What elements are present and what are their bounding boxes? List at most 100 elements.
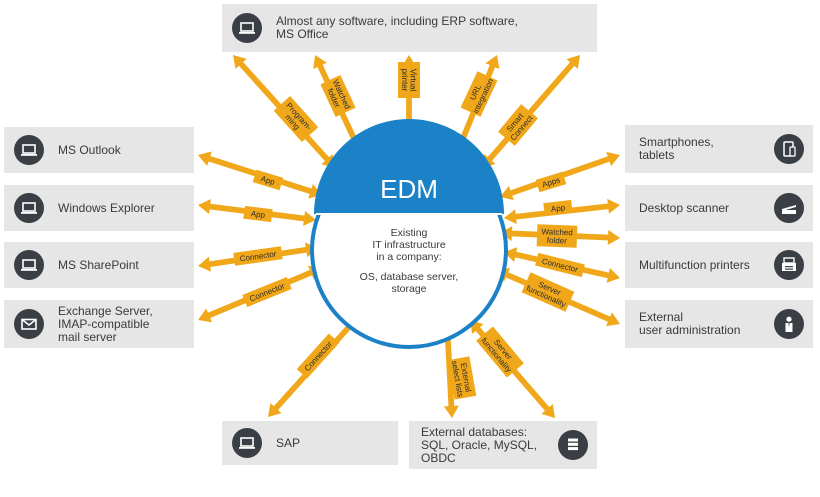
watched-folder-top-arrow-label-bg bbox=[320, 75, 356, 117]
exchange-server-box: Exchange Server, IMAP-compatible mail se… bbox=[4, 300, 194, 348]
windows-explorer-label: Windows Explorer bbox=[58, 200, 155, 215]
app-right-arrow-head bbox=[504, 209, 517, 225]
apps-right-arrow-label-bg bbox=[535, 171, 567, 193]
app-outlook-arrow-label: App bbox=[252, 169, 284, 191]
app-explorer-arrow-label: App bbox=[243, 205, 273, 223]
connector-sharepoint-arrow: Connector bbox=[198, 242, 318, 272]
watched-folder-right-arrow-label-bg bbox=[536, 224, 578, 248]
desktop-scanner-box: Desktop scanner bbox=[625, 185, 813, 231]
desktop-scanner-label: Desktop scanner bbox=[639, 200, 730, 215]
scanner-icon bbox=[774, 193, 804, 223]
edm-description-line: storage bbox=[391, 283, 426, 295]
exchange-server-label: Exchange Server, IMAP-compatible mail se… bbox=[58, 303, 153, 344]
app-explorer-arrow-head bbox=[303, 211, 316, 226]
smartphones-label: Smartphones, tablets bbox=[639, 135, 714, 162]
smart-connect-arrow-head bbox=[566, 55, 580, 69]
app-explorer-arrow-head bbox=[198, 199, 211, 214]
connector-right-arrow-label: Connector bbox=[535, 252, 585, 278]
virtual-printer-arrow-label-bg bbox=[398, 62, 420, 98]
edm-title: EDM bbox=[380, 174, 438, 204]
connector-right-arrow-label-bg bbox=[535, 252, 585, 278]
ms-sharepoint-label: MS SharePoint bbox=[58, 257, 139, 272]
user-administration-label: External user administration bbox=[639, 310, 741, 337]
app-right-arrow-label-bg bbox=[543, 199, 573, 217]
app-right-arrow-head bbox=[607, 198, 620, 214]
connector-sharepoint-arrow-label: Connector bbox=[233, 246, 283, 266]
apps-right-arrow-label: Apps bbox=[535, 171, 567, 193]
connector-exchange-arrow: Connector bbox=[198, 265, 322, 323]
apps-right-arrow-head bbox=[606, 151, 620, 167]
edm-description-line: in a company: bbox=[376, 251, 441, 263]
watched-folder-top-arrow-head bbox=[313, 55, 327, 70]
watched-folder-right-arrow-label-text: folder bbox=[547, 236, 568, 246]
app-explorer-arrow-label-text: App bbox=[250, 209, 266, 220]
app-right-arrow: App bbox=[504, 198, 620, 225]
laptop-icon bbox=[232, 428, 262, 458]
connector-exchange-arrow-label-bg bbox=[242, 276, 292, 308]
app-right-arrow-label-text: App bbox=[550, 203, 566, 214]
connector-right-arrow-head bbox=[606, 268, 620, 283]
edm-description-line: OS, database server, bbox=[360, 271, 459, 283]
ms-outlook-label: MS Outlook bbox=[58, 142, 121, 157]
apps-right-arrow: Apps bbox=[500, 151, 620, 201]
apps-right-arrow-head bbox=[500, 185, 514, 201]
external-select-arrow-label-bg bbox=[447, 356, 477, 400]
connector-right-arrow: Connector bbox=[504, 247, 620, 283]
watched-folder-right-arrow-label-text: Watched bbox=[541, 227, 573, 237]
app-outlook-arrow-head bbox=[198, 151, 212, 166]
sap-label: SAP bbox=[276, 435, 301, 450]
external-databases-box: External databases: SQL, Oracle, MySQL, … bbox=[409, 421, 597, 469]
ms-outlook-box: MS Outlook bbox=[4, 127, 194, 173]
laptop-icon bbox=[14, 135, 44, 165]
smart-connect-arrow-shaft bbox=[486, 60, 576, 163]
smartphones-box: Smartphones, tablets bbox=[625, 125, 813, 173]
watched-folder-right-arrow-head bbox=[607, 230, 620, 245]
app-right-arrow-label: App bbox=[543, 199, 573, 217]
server-functionality-bottom-arrow-label-bg bbox=[476, 326, 524, 378]
multifunction-printers-label: Multifunction printers bbox=[639, 257, 750, 272]
software-erp-box: Almost any software, including ERP softw… bbox=[222, 4, 597, 52]
connector-sharepoint-arrow-head bbox=[198, 256, 211, 272]
external-databases-label: External databases: SQL, Oracle, MySQL, … bbox=[421, 424, 538, 465]
url-integration-arrow-label-bg bbox=[460, 71, 498, 117]
url-integration-arrow-head bbox=[485, 55, 500, 69]
ms-sharepoint-box: MS SharePoint bbox=[4, 242, 194, 288]
software-erp-label: Almost any software, including ERP softw… bbox=[276, 14, 518, 41]
app-outlook-arrow: App bbox=[198, 151, 322, 199]
multifunction-printers-box: Multifunction printers bbox=[625, 242, 813, 288]
phone-tablet-icon bbox=[774, 134, 804, 164]
laptop-icon bbox=[232, 13, 262, 43]
laptop-icon bbox=[14, 250, 44, 280]
app-explorer-arrow: App bbox=[198, 199, 316, 226]
server-functionality-bottom-arrow-head bbox=[541, 404, 555, 418]
server-functionality-right-arrow-label-bg bbox=[521, 272, 575, 312]
programming-arrow-head bbox=[233, 55, 247, 69]
connector-sap-arrow-label: Connector bbox=[296, 333, 340, 379]
programming-arrow-label: Program-ming bbox=[273, 96, 319, 142]
connector-sap-arrow-label-bg bbox=[296, 333, 340, 379]
envelope-icon bbox=[14, 309, 44, 339]
connector-sap-arrow: Connector bbox=[268, 318, 357, 417]
programming-arrow: Program-ming bbox=[233, 55, 335, 168]
laptop-icon bbox=[14, 193, 44, 223]
sap-box: SAP bbox=[222, 421, 398, 465]
database-icon bbox=[558, 430, 588, 460]
app-explorer-arrow-label-bg bbox=[243, 205, 273, 223]
connector-sap-arrow-label-text: Connector bbox=[303, 339, 335, 373]
connector-sharepoint-arrow-label-bg bbox=[233, 246, 283, 266]
app-outlook-arrow-label-bg bbox=[252, 169, 284, 191]
user-administration-box: External user administration bbox=[625, 300, 813, 348]
printer-icon bbox=[774, 250, 804, 280]
